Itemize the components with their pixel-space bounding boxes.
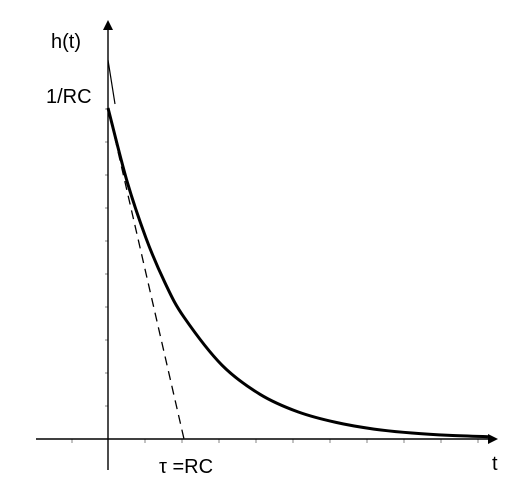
tangent-line — [107, 107, 185, 440]
y-axis-label: h(t) — [51, 31, 81, 53]
x-reference-label: τ =RC — [159, 456, 213, 478]
decay-curve — [106, 107, 489, 439]
curve-start-segment — [107, 59, 116, 105]
y-reference-label: 1/RC — [46, 86, 92, 108]
x-axis-label: t — [492, 453, 498, 475]
series-layer — [106, 59, 489, 440]
axis-ticks — [71, 108, 479, 443]
